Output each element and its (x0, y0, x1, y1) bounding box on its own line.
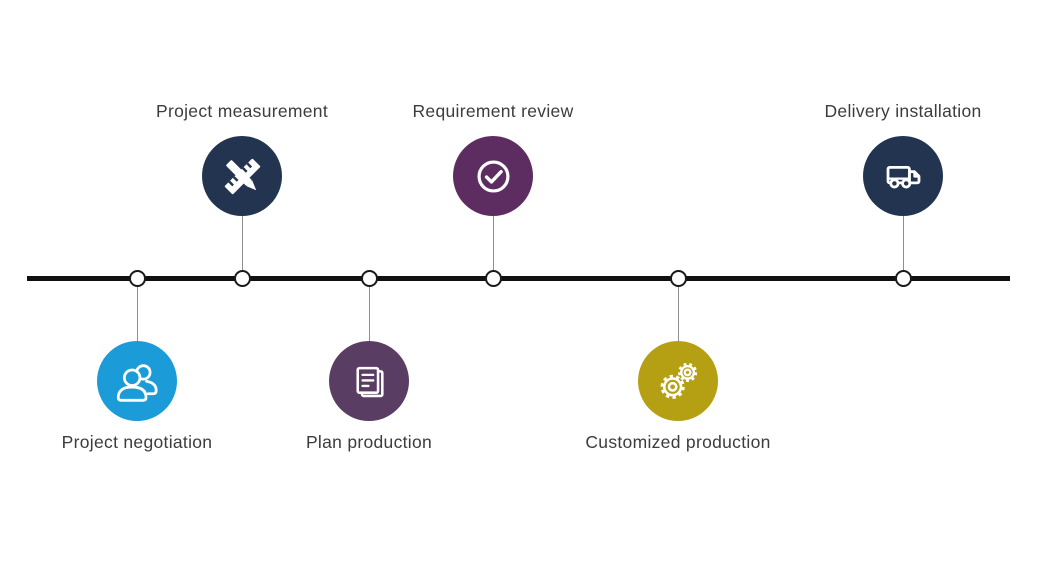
step-circle (638, 341, 718, 421)
step-label: Requirement review (412, 101, 574, 121)
timeline-node (894, 270, 912, 287)
gears-icon (655, 358, 702, 405)
timeline-node (360, 270, 378, 287)
step-circle (202, 136, 282, 216)
step-connector (493, 215, 494, 270)
step-connector (369, 287, 370, 341)
step-circle (453, 136, 533, 216)
step-circle (97, 341, 177, 421)
step-connector (137, 287, 138, 341)
step-label: Delivery installation (824, 101, 982, 121)
step-label: Project measurement (155, 101, 329, 121)
people-icon (114, 358, 161, 405)
check-circle-icon (470, 153, 517, 200)
step-connector (678, 287, 679, 341)
ruler-pencil-icon (219, 153, 266, 200)
step-label: Customized production (585, 432, 771, 452)
documents-icon (346, 358, 393, 405)
timeline-node (128, 270, 146, 287)
step-circle (329, 341, 409, 421)
timeline-node (233, 270, 251, 287)
timeline-node (484, 270, 502, 287)
step-circle (863, 136, 943, 216)
step-connector (242, 215, 243, 270)
truck-icon (880, 153, 927, 200)
timeline-node (669, 270, 687, 287)
timeline-line (27, 276, 1010, 281)
step-label: Plan production (305, 432, 433, 452)
step-connector (903, 215, 904, 270)
step-label: Project negotiation (61, 432, 213, 452)
